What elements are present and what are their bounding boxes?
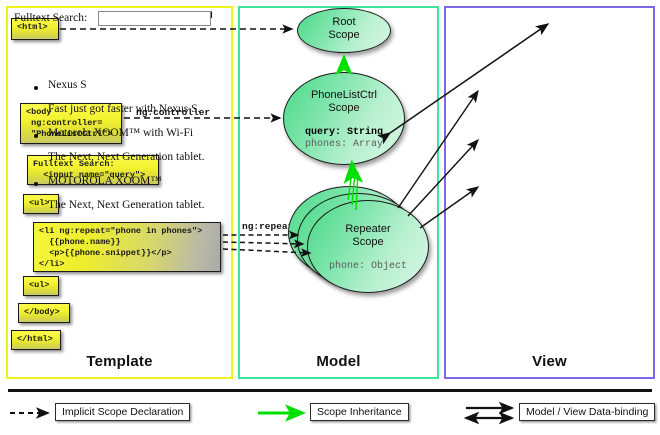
html-close-tag-box: </html> — [11, 330, 61, 350]
phone-name-0: Nexus S — [48, 79, 87, 91]
li-repeat-markup-box: <li ng:repeat="phone in phones"> {{phone… — [33, 222, 221, 272]
phone-snippet-1: The Next, Next Generation tablet. — [48, 151, 205, 163]
legend-divider — [8, 389, 652, 392]
phonelistctrl-scope-title-line2: Scope — [328, 102, 360, 114]
body-open-tag-box: <body ng:controller= "PhoneListCtrl"> — [20, 103, 122, 144]
phone-bullet-icon — [34, 182, 38, 186]
root-scope-title-line1: Root — [332, 16, 356, 28]
ng-controller-label: ng:controller — [136, 107, 211, 118]
view-search-label: Fulltext Search: — [14, 12, 88, 24]
phone-snippet-0: Fast just got faster with Nexus S. — [48, 103, 201, 115]
body-close-tag-box: </body> — [18, 303, 70, 323]
repeater-scope-title-line2: Scope — [352, 236, 384, 248]
phone-bullet-icon — [34, 86, 38, 90]
root-scope-ellipse: Root Scope — [297, 8, 391, 53]
html-open-tag-box: <html> — [11, 18, 59, 40]
column-label-template: Template — [86, 353, 153, 370]
view-search-input[interactable] — [98, 11, 211, 26]
repeater-scope-title-line1: Repeater — [345, 223, 391, 235]
column-label-model: Model — [316, 353, 361, 370]
phonelistctrl-scope-title-line1: PhoneListCtrl — [310, 89, 378, 101]
repeater-scope-attr-phone: phone: Object — [328, 261, 407, 272]
ul-close-tag-box: <ul> — [23, 276, 59, 296]
phonelistctrl-scope-attr-phones: phones: Array — [304, 139, 383, 150]
fulltext-search-markup-box: Fulltext Search: <input name="query"> — [27, 155, 159, 185]
phone-name-1: Motorola XOOM™ with Wi-Fi — [48, 127, 194, 139]
legend-scope-inheritance: Scope Inheritance — [310, 403, 409, 421]
legend-implicit-scope-declaration: Implicit Scope Declaration — [55, 403, 191, 421]
phonelistctrl-scope-attr-query: query: String — [304, 127, 383, 138]
legend: Implicit Scope Declaration Scope Inherit… — [0, 389, 660, 435]
phone-name-2: MOTOROLA XOOM™ — [48, 175, 162, 187]
root-scope-title-line2: Scope — [328, 29, 360, 41]
ul-open-tag-box: <ul> — [23, 194, 59, 214]
phone-bullet-icon — [34, 134, 38, 138]
repeater-scope-ellipse: Repeater Scope phone: Object — [307, 200, 429, 293]
legend-model-view-data-binding: Model / View Data-binding — [519, 403, 656, 421]
phone-snippet-2: The Next, Next Generation tablet. — [48, 199, 205, 211]
ng-repeat-label: ng:repeat — [242, 221, 294, 232]
view-panel: Fulltext Search: Nexus S Fast just got f… — [6, 4, 656, 405]
column-label-view: View — [532, 353, 567, 370]
